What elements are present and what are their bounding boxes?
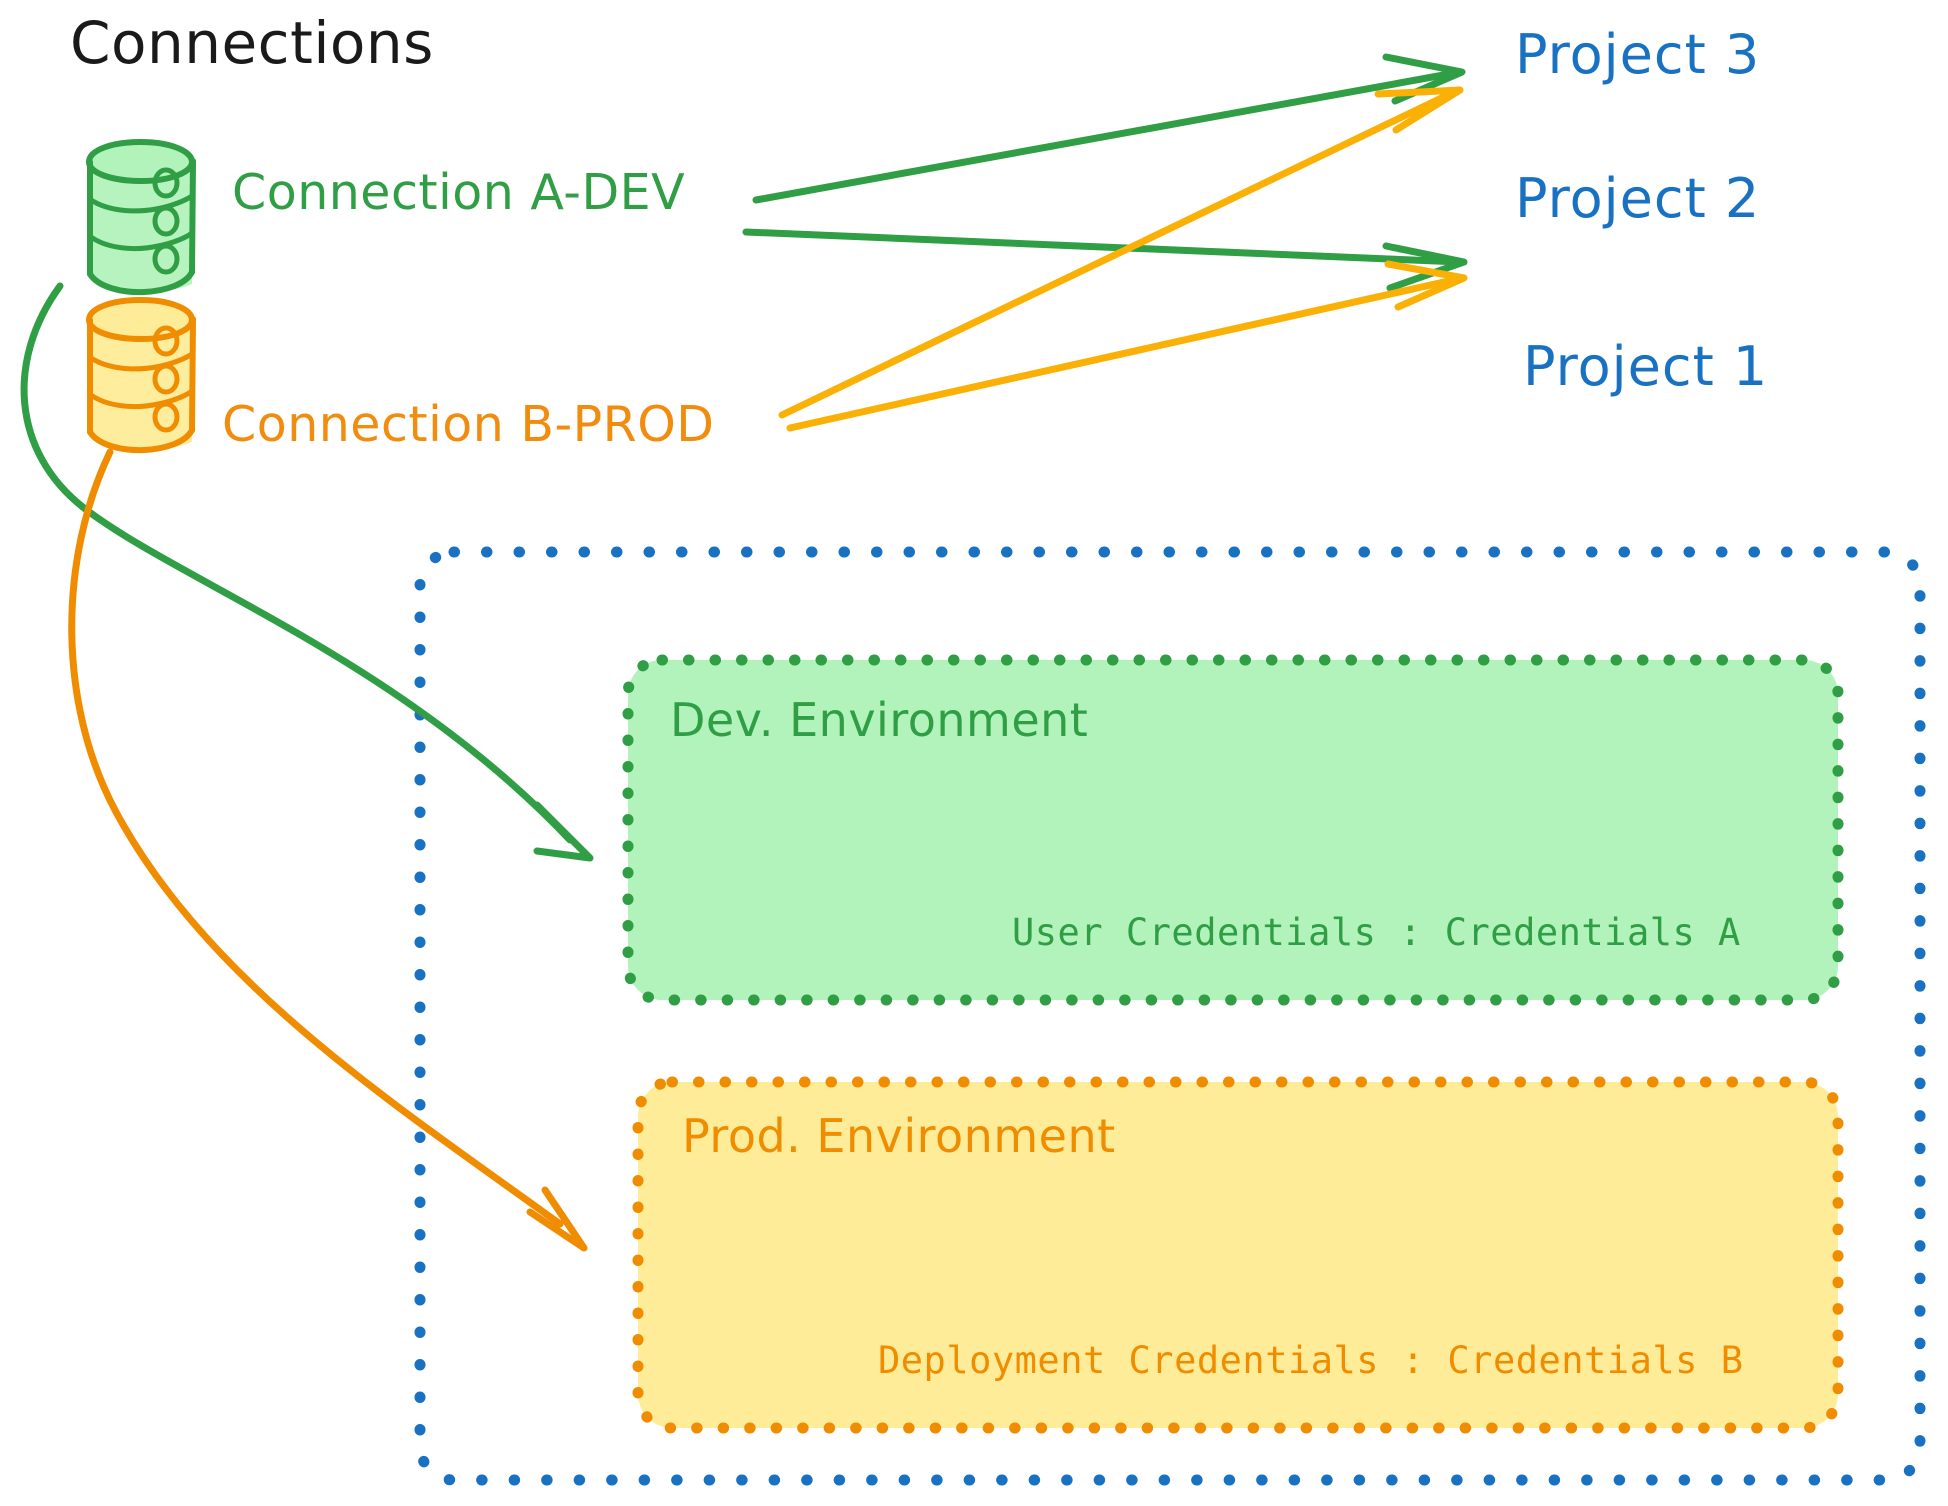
arrow-connection-b-to-project-3 [778,86,1464,419]
connection-a-dev-label[interactable]: Connection A-DEV [232,164,686,221]
prod-environment-box[interactable] [632,1076,1844,1434]
page-title: Connections [70,9,434,77]
project-1-label[interactable]: Project 1 [1523,335,1769,398]
project-1-container-border [414,546,1926,1486]
arrow-connection-b-to-project-2 [786,260,1468,432]
arrow-connection-b-to-prod-environment [68,448,588,1252]
arrow-connection-a-to-project-2 [742,228,1468,292]
project-3-label[interactable]: Project 3 [1515,23,1761,86]
project-2-label[interactable]: Project 2 [1515,167,1761,230]
dev-environment-title: Dev. Environment [670,693,1089,747]
dev-environment-credentials: User Credentials : Credentials A [1012,911,1741,954]
prod-environment-credentials: Deployment Credentials : Credentials B [878,1339,1744,1382]
arrow-connection-a-to-dev-environment [20,282,594,862]
arrow-connection-a-to-project-3 [752,53,1466,204]
database-icon-green[interactable] [85,138,196,296]
connection-b-prod-label[interactable]: Connection B-PROD [222,396,715,453]
dev-environment-box[interactable] [622,654,1844,1006]
prod-environment-title: Prod. Environment [682,1109,1116,1163]
database-icon-orange[interactable] [85,296,196,454]
